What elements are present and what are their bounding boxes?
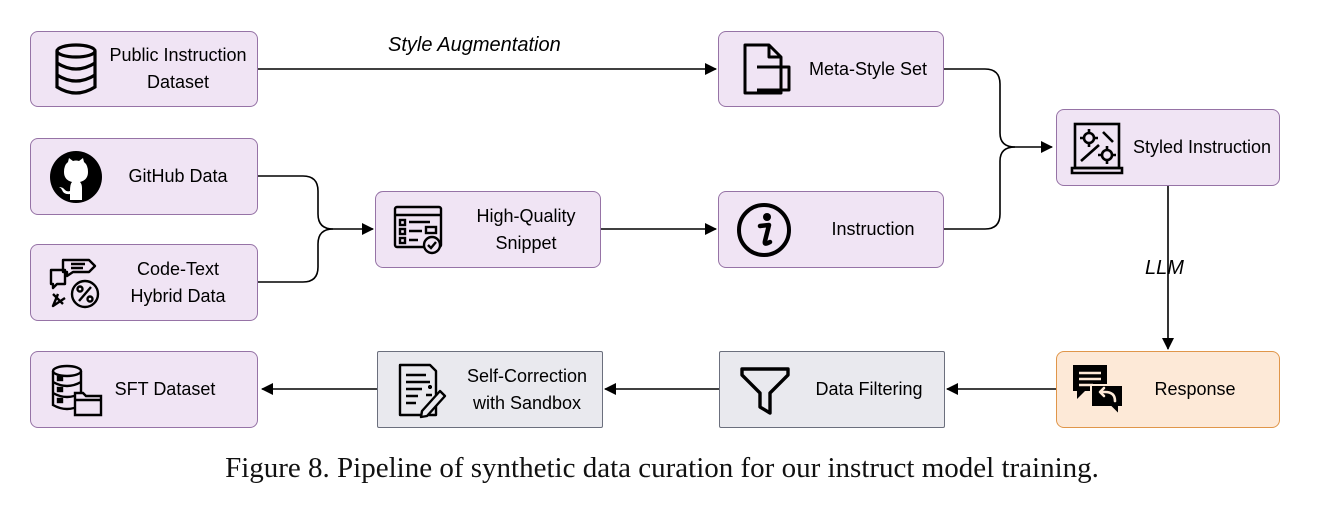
database-folder-icon [51, 364, 103, 416]
github-icon [50, 150, 102, 203]
node-label: Data Filtering [815, 379, 923, 399]
node-github-data: GitHub Data [30, 138, 258, 215]
filter-icon [740, 366, 790, 415]
style-augmentation-label: Style Augmentation [388, 34, 561, 56]
checklist-window-icon [393, 205, 443, 254]
node-label: Public Instruction Dataset [109, 45, 247, 92]
info-icon [737, 202, 791, 257]
edge-codetext-to-hq [258, 228, 334, 283]
node-styled-instruction: Styled Instruction [1056, 109, 1280, 186]
node-label: GitHub Data [128, 166, 228, 186]
node-label: SFT Dataset [114, 379, 216, 399]
chat-percent-icon [49, 258, 100, 308]
chat-reply-icon [1073, 364, 1124, 417]
node-sft-dataset: SFT Dataset [30, 351, 258, 428]
clipboard-edit-icon [398, 363, 447, 418]
node-self-correction: Self-Correction with Sandbox [377, 351, 603, 428]
node-meta-style-set: Meta-Style Set [718, 31, 944, 107]
node-label: Styled Instruction [1132, 137, 1272, 157]
edge-github-to-hq [258, 175, 374, 235]
database-icon [55, 43, 97, 95]
node-data-filtering: Data Filtering [719, 351, 945, 428]
document-icon [743, 43, 791, 95]
node-label: Code-Text Hybrid Data [130, 258, 226, 306]
node-label: Self-Correction with Sandbox [466, 365, 588, 413]
node-response: Response [1056, 351, 1280, 428]
edge-instruction-to-styled [944, 146, 1016, 230]
node-public-instruction-dataset: Public Instruction Dataset [30, 31, 258, 107]
node-label: Response [1154, 379, 1236, 399]
node-label: Meta-Style Set [808, 58, 928, 79]
node-label: Instruction [831, 219, 915, 239]
llm-label: LLM [1145, 257, 1184, 279]
node-instruction: Instruction [718, 191, 944, 268]
figure-caption: Figure 8. Pipeline of synthetic data cur… [225, 452, 1099, 484]
settings-panel-icon [1070, 122, 1124, 174]
node-high-quality-snippet: High-Quality Snippet [375, 191, 601, 268]
node-label: High-Quality Snippet [476, 205, 576, 253]
edge-meta-to-styled [944, 68, 1053, 153]
node-code-text-hybrid-data: Code-Text Hybrid Data [30, 244, 258, 321]
